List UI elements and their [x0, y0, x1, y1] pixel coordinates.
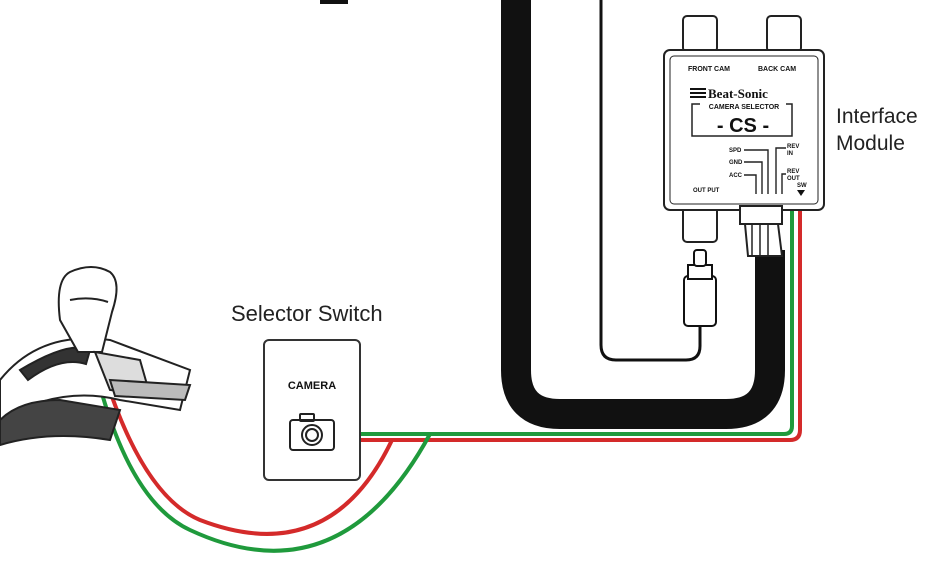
pin-spd: SPD [729, 148, 742, 154]
brand-name: Beat-Sonic [708, 86, 768, 101]
sw-arrow-icon [797, 190, 805, 196]
wire-green-module [356, 210, 794, 436]
rca-plug [683, 249, 717, 327]
selector-switch-panel: CAMERA [263, 339, 361, 481]
switch-camera-label: CAMERA [288, 380, 336, 392]
top-fragment [320, 0, 348, 4]
pin-acc: ACC [729, 173, 743, 179]
gear-shifter [0, 266, 192, 447]
brand-logo: Beat-Sonic [690, 86, 768, 101]
pin-gnd: GND [729, 160, 743, 166]
front-cam-label: FRONT CAM [688, 66, 730, 73]
rca-lead-wire [599, 0, 702, 362]
selector-switch-label: Selector Switch [231, 301, 383, 326]
interface-label-line2: Module [836, 132, 905, 155]
camera-icon [289, 413, 335, 451]
wire-green-loop [90, 354, 432, 553]
interface-module: FRONT CAM BACK CAM Beat-Sonic CAMERA SEL… [663, 15, 825, 257]
pin-rev-out: REV [787, 169, 799, 175]
pin-rev-in: REV [787, 144, 799, 150]
main-harness-cable [501, 0, 785, 429]
output-label: OUT PUT [693, 188, 720, 194]
back-cam-label: BACK CAM [758, 66, 796, 73]
wire-red-loop [98, 359, 394, 536]
pin-rev-in-2: IN [787, 151, 793, 157]
pin-sw: SW [797, 183, 807, 189]
pin-rev-out-2: OUT [787, 176, 800, 182]
interface-label-line1: Interface [836, 105, 918, 128]
model-code: - CS - [717, 115, 769, 137]
module-subtitle-overlay: CAMERA SELECTOR [709, 104, 779, 111]
wire-red-module [356, 210, 802, 442]
